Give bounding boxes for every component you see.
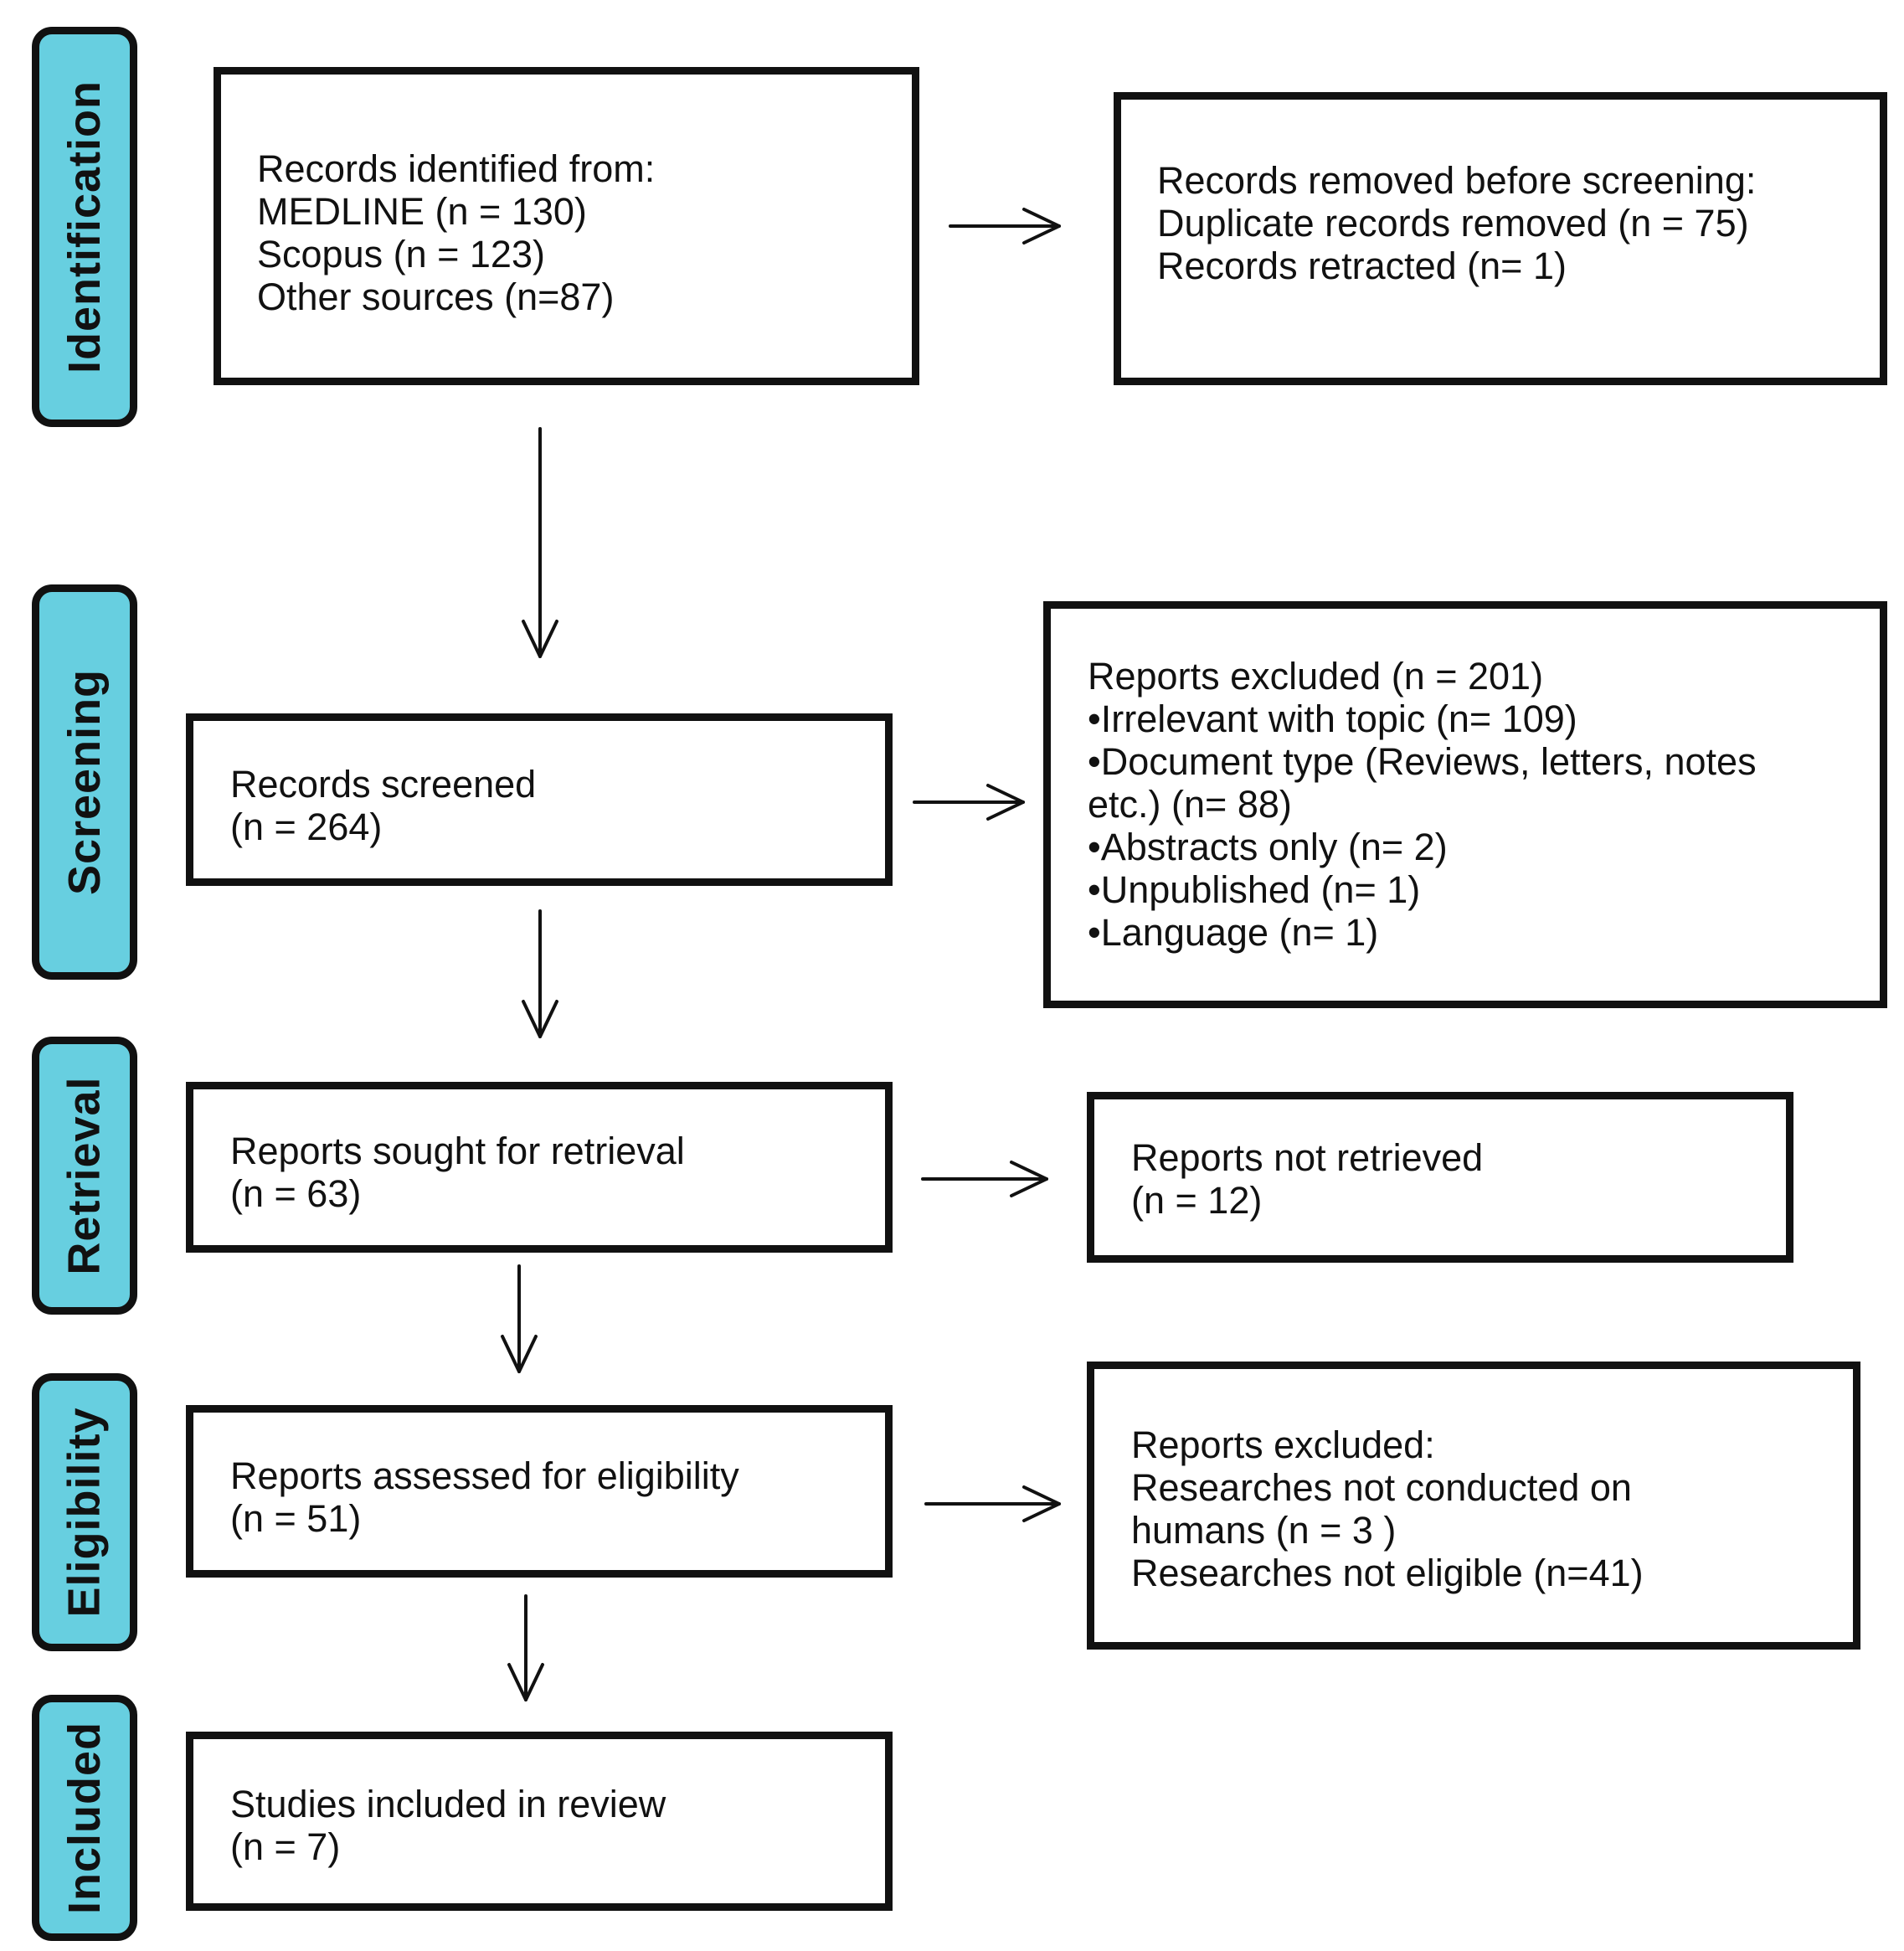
reports-excluded-heading: Reports excluded (n = 201) [1088, 655, 1544, 698]
records-removed-heading: Records removed before screening: [1157, 159, 1757, 202]
reports-assessed-count: (n = 51) [230, 1497, 362, 1540]
reports-sought-count: (n = 63) [230, 1172, 362, 1215]
stage-label-screening: Screening [32, 584, 137, 980]
reports-sought-box: Reports sought for retrieval (n = 63) [186, 1082, 893, 1253]
records-identified-scopus: Scopus (n = 123) [257, 233, 545, 275]
reports-excluded-screening-box: Reports excluded (n = 201) •Irrelevant w… [1043, 601, 1887, 1008]
reports-excluded-eligibility-box: Reports excluded: Researches not conduct… [1087, 1362, 1860, 1650]
reports-excluded-language: •Language (n= 1) [1088, 911, 1379, 954]
records-identified-heading: Records identified from: [257, 147, 656, 190]
records-identified-box: Records identified from: MEDLINE (n = 13… [214, 67, 919, 385]
studies-included-count: (n = 7) [230, 1825, 341, 1868]
records-screened-heading: Records screened [230, 763, 537, 806]
reports-not-retrieved-count: (n = 12) [1131, 1179, 1263, 1222]
eligibility-excluded-not-humans: Researches not conducted on [1131, 1466, 1632, 1509]
reports-excluded-document-type: •Document type (Reviews, letters, notes [1088, 740, 1757, 783]
stage-label-identification: Identification [32, 27, 137, 427]
reports-sought-heading: Reports sought for retrieval [230, 1130, 685, 1172]
arrow-assessed-to-excluded [924, 1485, 1061, 1522]
studies-included-box: Studies included in review (n = 7) [186, 1732, 893, 1911]
reports-assessed-heading: Reports assessed for eligibility [230, 1454, 739, 1497]
records-removed-duplicates: Duplicate records removed (n = 75) [1157, 202, 1749, 245]
arrow-assessed-to-included [507, 1594, 544, 1701]
reports-excluded-document-type-cont: etc.) (n= 88) [1088, 783, 1292, 826]
reports-excluded-abstracts: •Abstracts only (n= 2) [1088, 826, 1448, 868]
stage-label-eligibility: Eligibility [32, 1373, 137, 1651]
reports-assessed-box: Reports assessed for eligibility (n = 51… [186, 1405, 893, 1578]
eligibility-excluded-heading: Reports excluded: [1131, 1423, 1435, 1466]
stage-label-included: Included [32, 1695, 137, 1941]
records-removed-box: Records removed before screening: Duplic… [1114, 92, 1887, 385]
eligibility-excluded-not-eligible: Researches not eligible (n=41) [1131, 1552, 1644, 1594]
reports-excluded-unpublished: •Unpublished (n= 1) [1088, 868, 1421, 911]
eligibility-excluded-not-humans-cont: humans (n = 3 ) [1131, 1509, 1397, 1552]
arrow-identified-to-removed [949, 208, 1061, 245]
records-screened-box: Records screened (n = 264) [186, 713, 893, 886]
studies-included-heading: Studies included in review [230, 1783, 666, 1825]
reports-excluded-irrelevant: •Irrelevant with topic (n= 109) [1088, 698, 1577, 740]
records-screened-count: (n = 264) [230, 806, 383, 848]
arrow-screened-to-sought [522, 909, 558, 1038]
arrow-screened-to-excluded [913, 784, 1025, 821]
reports-not-retrieved-box: Reports not retrieved (n = 12) [1087, 1092, 1793, 1263]
records-identified-medline: MEDLINE (n = 130) [257, 190, 587, 233]
records-identified-other: Other sources (n=87) [257, 275, 615, 318]
reports-not-retrieved-heading: Reports not retrieved [1131, 1136, 1484, 1179]
arrow-sought-to-assessed [501, 1264, 538, 1373]
arrow-sought-to-not-retrieved [921, 1161, 1048, 1197]
stage-label-retrieval: Retrieval [32, 1037, 137, 1315]
records-removed-retracted: Records retracted (n= 1) [1157, 245, 1567, 287]
arrow-identified-to-screened [522, 427, 558, 658]
